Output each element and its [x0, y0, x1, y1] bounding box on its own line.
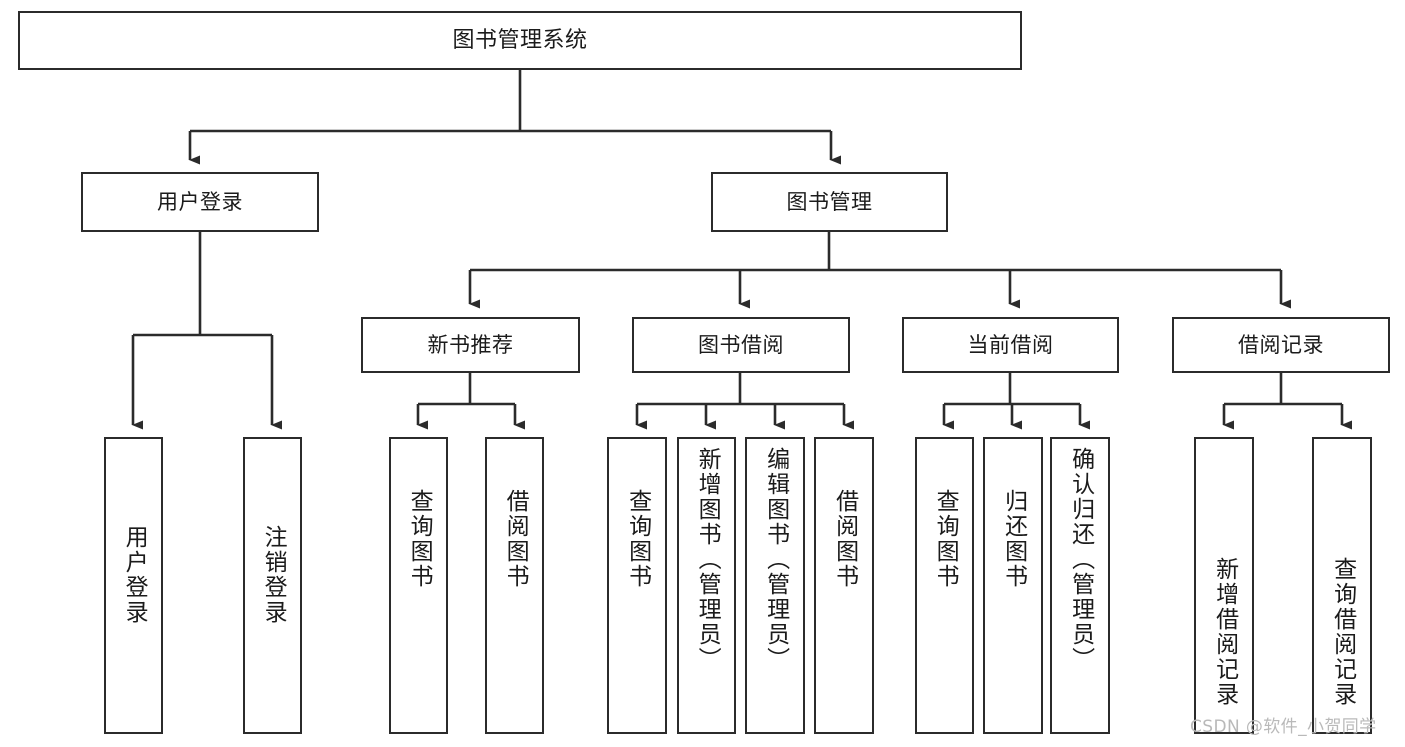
- leaf-current-borrow-return[interactable]: 归还图书: [983, 437, 1043, 734]
- leaf-borrow-record-add[interactable]: 新增借阅记录: [1194, 437, 1254, 734]
- leaf-label: 归还图书: [1000, 489, 1027, 589]
- node-borrow-record-label: 借阅记录: [1238, 332, 1324, 357]
- node-root-label: 图书管理系统: [452, 27, 588, 53]
- leaf-label: 新增图书（管理员）: [694, 447, 721, 672]
- leaf-user-login-login[interactable]: 用户登录: [104, 437, 163, 734]
- leaf-label: 查询图书: [624, 489, 651, 589]
- leaf-label: 查询图书: [932, 489, 959, 589]
- node-book-borrow[interactable]: 图书借阅: [632, 317, 850, 373]
- node-new-book-recommend-label: 新书推荐: [427, 332, 514, 357]
- leaf-book-borrow-edit[interactable]: 编辑图书（管理员）: [745, 437, 805, 734]
- node-user-login-label: 用户登录: [157, 189, 243, 214]
- leaf-label: 借阅图书: [831, 489, 858, 589]
- leaf-label: 查询图书: [406, 489, 433, 589]
- leaf-new-book-query[interactable]: 查询图书: [389, 437, 448, 734]
- node-current-borrow-label: 当前借阅: [967, 332, 1054, 357]
- node-book-borrow-label: 图书借阅: [698, 332, 784, 357]
- leaf-book-borrow-borrow[interactable]: 借阅图书: [814, 437, 874, 734]
- leaf-label: 用户登录: [121, 525, 148, 625]
- leaf-new-book-borrow[interactable]: 借阅图书: [485, 437, 544, 734]
- leaf-label: 查询借阅记录: [1329, 557, 1356, 707]
- leaf-label: 新增借阅记录: [1211, 557, 1238, 707]
- leaf-user-login-logout[interactable]: 注销登录: [243, 437, 302, 734]
- watermark: CSDN @软件_小贺同学: [1190, 717, 1377, 737]
- leaf-book-borrow-query[interactable]: 查询图书: [607, 437, 667, 734]
- leaf-current-borrow-confirm[interactable]: 确认归还（管理员）: [1050, 437, 1110, 734]
- node-borrow-record[interactable]: 借阅记录: [1172, 317, 1390, 373]
- node-book-manage[interactable]: 图书管理: [711, 172, 948, 232]
- leaf-borrow-record-query[interactable]: 查询借阅记录: [1312, 437, 1372, 734]
- node-book-manage-label: 图书管理: [786, 189, 873, 214]
- leaf-label: 编辑图书（管理员）: [762, 447, 789, 672]
- node-current-borrow[interactable]: 当前借阅: [902, 317, 1119, 373]
- leaf-book-borrow-add[interactable]: 新增图书（管理员）: [677, 437, 736, 734]
- leaf-label: 注销登录: [260, 525, 287, 625]
- node-new-book-recommend[interactable]: 新书推荐: [361, 317, 580, 373]
- node-user-login[interactable]: 用户登录: [81, 172, 319, 232]
- leaf-label: 确认归还（管理员）: [1067, 447, 1094, 672]
- leaf-current-borrow-query[interactable]: 查询图书: [915, 437, 974, 734]
- leaf-label: 借阅图书: [502, 489, 529, 589]
- node-root[interactable]: 图书管理系统: [18, 11, 1022, 70]
